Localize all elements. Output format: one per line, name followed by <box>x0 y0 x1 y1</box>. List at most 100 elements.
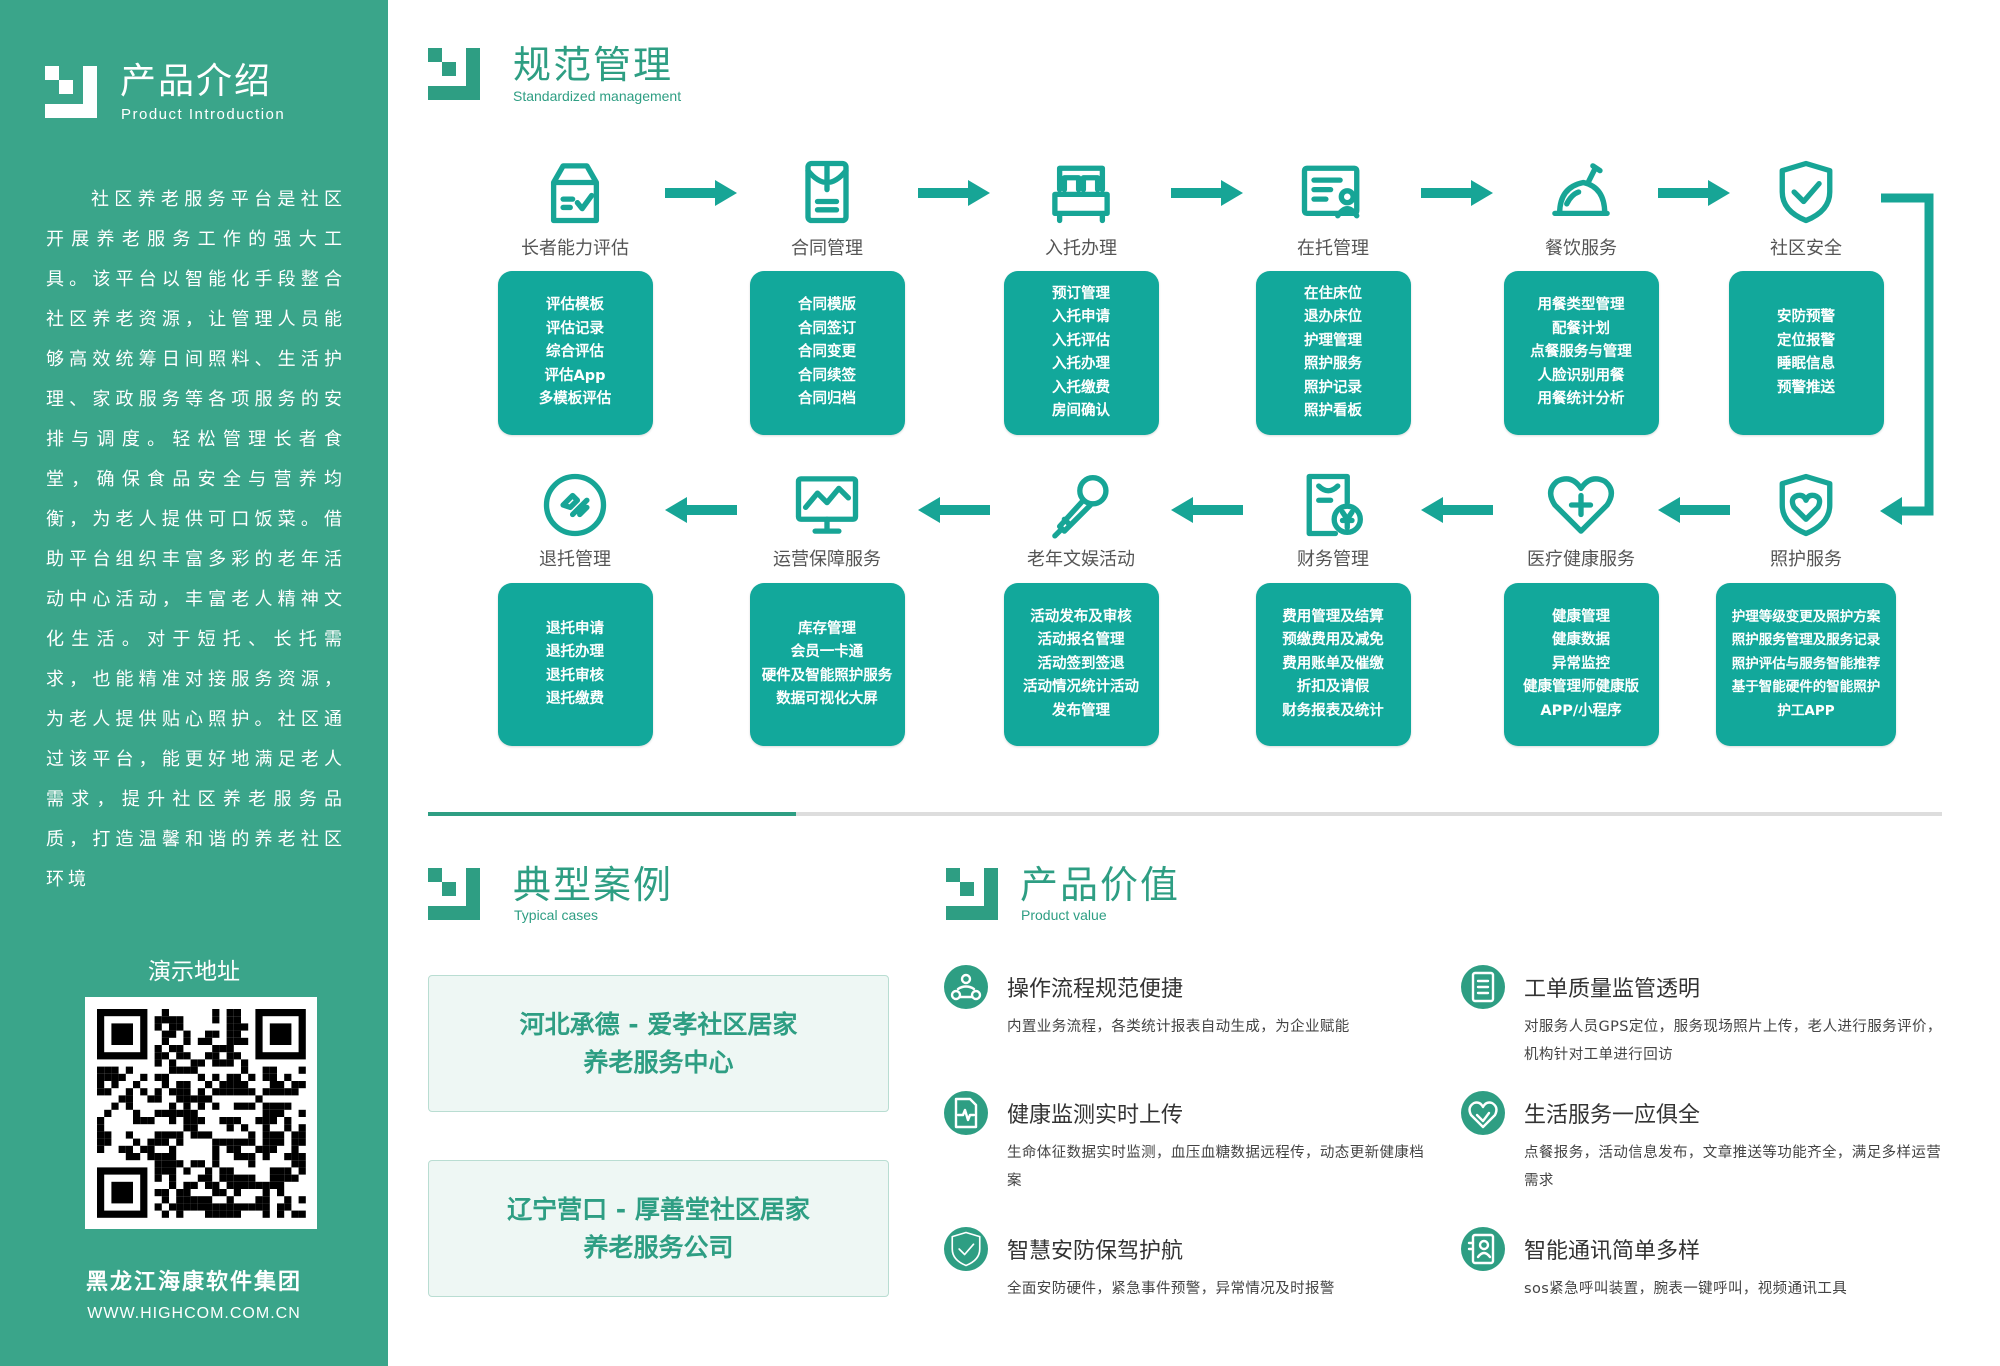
flow-step-item: 入托申请 <box>1052 309 1110 325</box>
flow-step-item: 健康管理 <box>1552 608 1610 625</box>
section-divider-accent <box>428 812 796 816</box>
contract-icon <box>805 160 849 224</box>
flow-step-item: 用餐类型管理 <box>1537 297 1625 314</box>
shield-heart-icon <box>1779 473 1833 537</box>
flow-step-item: 费用管理及结算 <box>1282 608 1384 625</box>
section-title-cases: 典型案例 <box>513 863 674 907</box>
flow-arrow-left-icon <box>1421 497 1493 523</box>
flow-step-label: 餐饮服务 <box>1545 238 1617 259</box>
section-logo-icon <box>946 868 998 920</box>
value-description: 全面安防硬件，紧急事件预警，异常情况及时报警 <box>1007 1281 1335 1297</box>
section-subtitle-standardized: Standardized management <box>513 88 682 104</box>
flow-step-label: 照护服务 <box>1770 549 1842 570</box>
value-title: 生活服务一应俱全 <box>1524 1103 1701 1128</box>
id-card-icon <box>1301 165 1360 219</box>
flow-step-item: 活动发布及审核 <box>1030 608 1132 625</box>
flow-step-item: 退托审核 <box>546 667 604 684</box>
value-title: 操作流程规范便捷 <box>1007 977 1184 1002</box>
flow-step-label: 财务管理 <box>1297 549 1369 570</box>
flow-arrow-right-icon <box>918 180 990 206</box>
flow-step-item: 合同归档 <box>798 391 856 408</box>
flow-step-item: 异常监控 <box>1552 655 1610 672</box>
flow-step-item: 照护评估与服务智能推荐 <box>1731 655 1881 672</box>
flow-step-item: 退办床位 <box>1304 309 1362 325</box>
qr-code[interactable] <box>85 997 317 1229</box>
flow-step-item: APP/小程序 <box>1540 702 1622 719</box>
bed-icon <box>1052 165 1110 224</box>
flow-step-item: 照护服务管理及服务记录 <box>1731 632 1881 649</box>
flow-step-item: 费用账单及催缴 <box>1282 655 1384 672</box>
flow-step-label: 医疗健康服务 <box>1527 549 1635 570</box>
flow-step-card[interactable]: 用餐类型管理配餐计划点餐服务与管理人脸识别用餐用餐统计分析 <box>1503 271 1659 435</box>
flow-step-card[interactable]: 护理等级变更及照护方案照护服务管理及服务记录照护评估与服务智能推荐基于智能硬件的… <box>1716 583 1896 746</box>
flow-step-item: 评估记录 <box>546 320 604 337</box>
flow-step-card[interactable]: 退托申请退托办理退托审核退托缴费 <box>497 583 653 746</box>
flow-step-item: 合同续签 <box>798 367 856 384</box>
flow-step-item: 活动报名管理 <box>1037 632 1125 649</box>
brand-logo-icon <box>45 66 97 118</box>
flow-step-item: 房间确认 <box>1052 403 1110 419</box>
value-icon-badge <box>944 965 988 1009</box>
section-title-value: 产品价值 <box>1020 863 1181 907</box>
shield-check-icon <box>951 1231 981 1267</box>
flow-step-label: 在托管理 <box>1297 238 1369 259</box>
flow-step-label: 入托办理 <box>1045 238 1117 259</box>
evaluation-box-icon <box>550 163 600 224</box>
section-subtitle-cases: Typical cases <box>514 907 599 923</box>
value-icon-badge <box>944 1227 988 1271</box>
value-description: 内置业务流程，各类统计报表自动生成，为企业赋能 <box>1007 1019 1350 1035</box>
flow-step-item: 护理等级变更及照护方案 <box>1731 608 1881 625</box>
flow-step-card[interactable]: 合同模版合同签订合同变更合同续签合同归档 <box>749 271 905 435</box>
exit-circle-icon <box>543 473 607 537</box>
flow-step-card[interactable]: 活动发布及审核活动报名管理活动签到签退活动情况统计活动发布管理 <box>1003 583 1159 746</box>
flow-arrow-left-icon <box>665 497 737 523</box>
flow-step-item: 健康数据 <box>1552 632 1610 649</box>
website-link[interactable]: WWW.HIGHCOM.COM.CN <box>87 1305 301 1322</box>
value-description: 生命体征数据实时监测，血压血糖数据远程传，动态更新健康档案 <box>1007 1145 1425 1189</box>
flow-step-card[interactable]: 费用管理及结算预缴费用及减免费用账单及催缴折扣及请假财务报表及统计 <box>1255 583 1411 746</box>
section-logo-icon <box>428 48 480 100</box>
flow-arrow-left-icon <box>1171 497 1243 523</box>
flow-step-item: 配餐计划 <box>1552 320 1610 337</box>
flow-arrow-right-icon <box>1421 180 1493 206</box>
sidebar-title: 产品介绍 <box>120 61 273 102</box>
section-divider <box>428 812 1942 816</box>
case-card-line: 辽宁营口 - 厚善堂社区居家 <box>507 1194 810 1224</box>
value-icon-badge <box>1461 1227 1505 1271</box>
flow-step-label: 老年文娱活动 <box>1027 549 1135 570</box>
flow-step-item: 合同变更 <box>798 344 856 361</box>
finance-document-icon <box>1306 473 1363 537</box>
microphone-icon <box>1052 475 1109 539</box>
flow-step-card[interactable]: 安防预警定位报警睡眠信息预警推送 <box>1728 271 1884 435</box>
sidebar-subtitle: Product Introduction <box>121 106 286 123</box>
flow-step-item: 评估App <box>544 367 606 384</box>
flow-step-item: 预订管理 <box>1052 285 1110 302</box>
case-card-line: 河北承德 - 爱孝社区居家 <box>519 1009 798 1039</box>
heart-plus-icon <box>1548 476 1614 534</box>
section-subtitle-value: Product value <box>1021 907 1107 923</box>
flow-step-item: 睡眠信息 <box>1777 356 1835 372</box>
section-title-standardized: 规范管理 <box>513 43 674 87</box>
flow-step-label: 合同管理 <box>791 238 863 259</box>
flow-step-item: 护理管理 <box>1304 332 1362 349</box>
flow-step-item: 财务报表及统计 <box>1282 702 1384 719</box>
flow-step-item: 照护看板 <box>1304 403 1362 419</box>
flow-arrow-right-icon <box>1657 180 1730 206</box>
flow-step-card[interactable]: 在住床位退办床位护理管理照护服务照护记录照护看板 <box>1255 271 1411 435</box>
flow-step-item: 预缴费用及减免 <box>1282 632 1384 649</box>
case-card[interactable]: 河北承德 - 爱孝社区居家 养老服务中心 <box>428 975 889 1112</box>
flow-step-item: 硬件及智能照护服务 <box>761 667 893 684</box>
flow-step-card[interactable]: 预订管理入托申请入托评估入托办理入托缴费房间确认 <box>1003 271 1159 435</box>
flow-step-item: 合同签订 <box>798 320 856 337</box>
case-card-line: 养老服务中心 <box>583 1047 734 1077</box>
value-description: sos紧急呼叫装置，腕表一键呼叫，视频通讯工具 <box>1524 1281 1848 1297</box>
case-card[interactable]: 辽宁营口 - 厚善堂社区居家 养老服务公司 <box>428 1160 889 1297</box>
flow-arrow-left-icon <box>918 497 990 523</box>
flow-step-item: 综合评估 <box>546 344 604 361</box>
monitor-chart-icon <box>795 476 859 534</box>
flow-step-label: 长者能力评估 <box>521 238 629 259</box>
flow-step-card[interactable]: 库存管理会员一卡通硬件及智能照护服务数据可视化大屏 <box>749 583 905 746</box>
flow-arrow-left-icon <box>1657 497 1730 523</box>
